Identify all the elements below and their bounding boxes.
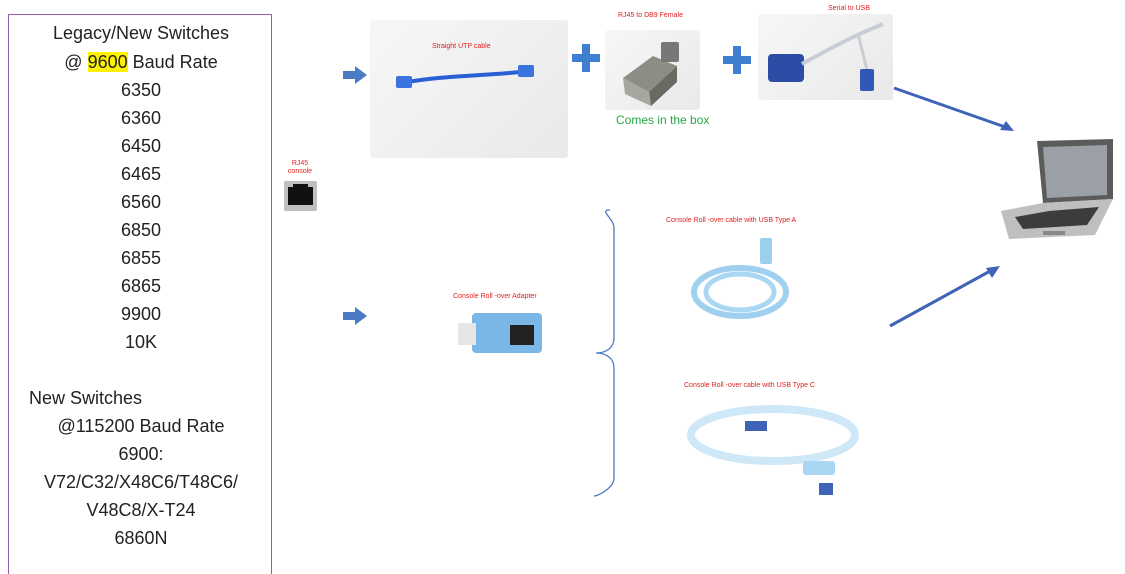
new-baud-rate: @115200 Baud Rate [57,416,225,436]
legacy-model: 6360 [120,108,162,128]
curly-brace [592,208,620,503]
legacy-baud-rate: @ 9600 Baud Rate [9,52,273,73]
legacy-model: 10K [124,332,158,352]
rj45-db9-adapter-photo [605,30,700,110]
rj45-label-line1: RJ45 [291,160,309,167]
legacy-model: 6850 [120,220,162,240]
plus-icon [723,46,751,79]
rj45-label-line2: console [287,168,313,175]
comes-in-box-note: Comes in the box [616,113,710,127]
rj45-db9-label: RJ45 to DB9 Female [618,12,683,19]
usb-type-c-cable-photo [683,395,863,505]
rj45-console-label: RJ45 console [287,160,313,176]
arrow-right-icon [343,307,367,330]
diagonal-arrow-down-icon [892,86,1022,141]
rj45-port-icon [284,181,317,211]
legacy-model: 6855 [120,248,162,268]
legacy-model: 6450 [120,136,162,156]
switch-list-panel: Legacy/New Switches @ 9600 Baud Rate 635… [8,14,272,574]
arrow-right-icon [343,66,367,89]
straight-utp-cable-photo [370,20,568,158]
new-model: 6900: [118,444,164,464]
usb-type-c-label: Console Roll -over cable with USB Type C [684,382,815,389]
legacy-model: 6350 [120,80,162,100]
new-switches-title: New Switches [29,388,143,408]
new-model: 6860N [114,528,168,548]
console-rollover-adapter-photo [452,305,557,365]
console-adapter-label: Console Roll -over Adapter [453,293,537,300]
legacy-model: 6465 [120,164,162,184]
legacy-baud-suffix: Baud Rate [132,52,218,72]
legacy-model: 9900 [120,304,162,324]
new-model: V48C8/X-T24 [86,500,196,520]
usb-type-a-label: Console Roll -over cable with USB Type A [666,217,797,224]
serial-usb-label: Serial to USB [828,5,871,12]
straight-utp-cable-label: Straight UTP cable [432,43,491,50]
legacy-title: Legacy/New Switches [52,23,230,43]
diagonal-arrow-up-icon [888,262,1006,335]
legacy-baud-value: 9600 [87,52,128,72]
legacy-model: 6560 [120,192,162,212]
laptop-icon [995,133,1119,250]
serial-usb-cable-photo [758,14,893,100]
legacy-baud-prefix: @ [64,52,83,72]
plus-icon [572,44,600,77]
legacy-model: 6865 [120,276,162,296]
new-model: V72/C32/X48C6/T48C6/ [43,472,239,492]
usb-type-a-cable-photo [690,228,795,328]
